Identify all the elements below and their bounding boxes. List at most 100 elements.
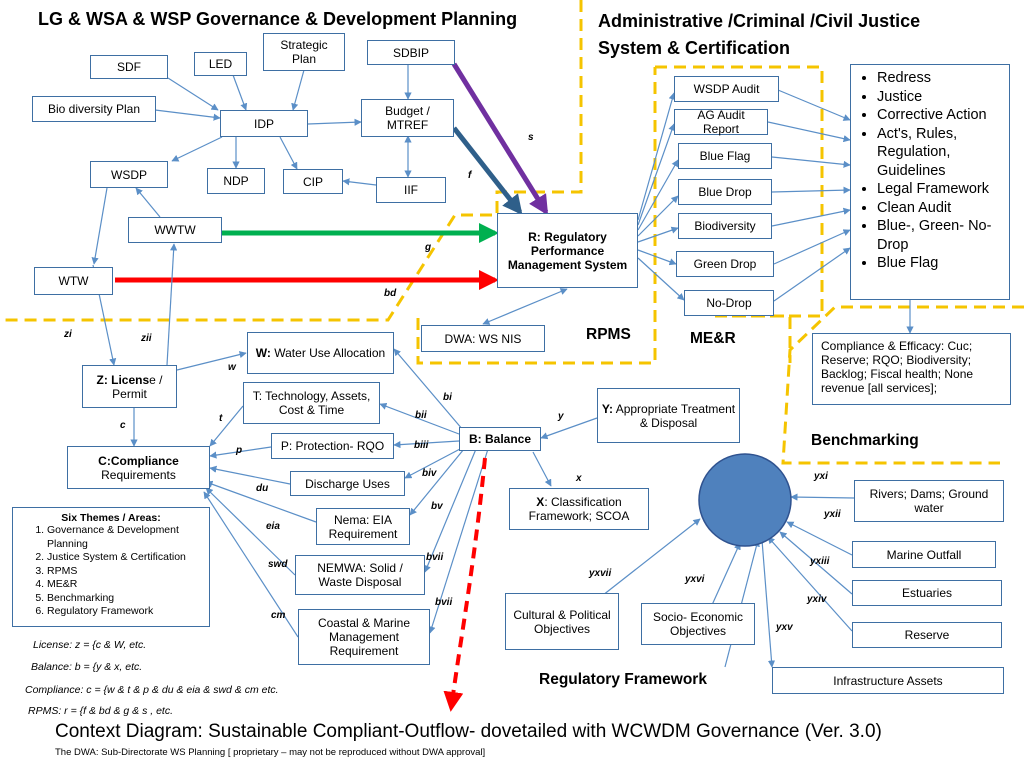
led-box: LED	[194, 52, 247, 76]
theme-item: Benchmarking	[47, 592, 209, 606]
water-use-box: W: Water Use Allocation	[247, 332, 394, 374]
formula-rpms: RPMS: r = {f & bd & g & s , etc.	[28, 705, 174, 717]
edge-label-yxi: yxi	[814, 471, 828, 482]
justice-header-line2: System & Certification	[598, 38, 791, 58]
edge-label-bi: bi	[443, 392, 452, 403]
regulatory-label: Regulatory Performance Management System	[507, 229, 628, 272]
edge-label-bvii-b: bvii	[435, 597, 453, 608]
theme-item: Justice System & Certification	[47, 551, 209, 565]
edge-label-swd: swd	[268, 559, 288, 570]
theme-item: ME&R	[47, 578, 209, 592]
dwa-ws-nis-box: DWA: WS NIS	[421, 325, 545, 352]
estuaries-box: Estuaries	[852, 580, 1002, 606]
edge-label-w: w	[228, 362, 236, 373]
license-label: e / Permit	[112, 372, 163, 401]
justice-list-item: Corrective Action	[877, 106, 1009, 125]
edge-label-bv: bv	[431, 501, 443, 512]
compliance-requirements-box: C:Compliance Requirements	[67, 446, 210, 489]
arrow-f	[452, 126, 523, 216]
cultural-political-box: Cultural & Political Objectives	[505, 593, 619, 650]
divider-mer-left	[655, 65, 824, 318]
justice-list-item: Blue Flag	[877, 254, 1009, 273]
sdbip-box: SDBIP	[367, 40, 455, 65]
edge-label-du: du	[256, 483, 269, 494]
regulatory-performance-box: R: Regulatory Performance Management Sys…	[497, 213, 638, 288]
rivers-dams-box: Rivers; Dams; Ground water	[854, 480, 1004, 522]
justice-list-item: Legal Framework	[877, 180, 1009, 199]
infrastructure-assets-box: Infrastructure Assets	[772, 667, 1004, 694]
sdf-box: SDF	[90, 55, 168, 79]
blue-drop-box: Blue Drop	[678, 179, 772, 205]
edge-label-biii: biii	[414, 440, 429, 451]
edge-label-yxiv: yxiv	[807, 594, 827, 605]
technology-box: T: Technology, Assets, Cost & Time	[243, 382, 380, 424]
edge-label-yxv: yxv	[776, 622, 793, 633]
theme-item: Regulatory Framework	[47, 605, 209, 619]
budget-mtref-box: Budget / MTREF	[361, 99, 454, 137]
classification-label: : Classification Framework; SCOA	[528, 495, 630, 523]
footer-note: The DWA: Sub-Directorate WS Planning [ p…	[55, 747, 486, 758]
reserve-box: Reserve	[852, 622, 1002, 648]
justice-list-item: Redress	[877, 69, 1009, 88]
justice-list-box: RedressJusticeCorrective ActionAct's, Ru…	[850, 64, 1010, 300]
formula-compliance: Compliance: c = {w & t & p & du & eia & …	[25, 684, 279, 696]
license-permit-box: Z: License / Permit	[82, 365, 177, 408]
justice-list-item: Act's, Rules, Regulation, Guidelines	[877, 125, 1009, 181]
edge-label-f: f	[468, 170, 472, 181]
justice-list-item: Justice	[877, 88, 1009, 107]
water-use-prefix: W:	[255, 346, 271, 360]
classification-prefix: X	[536, 495, 545, 509]
biodiversity-plan-box: Bio diversity Plan	[32, 96, 156, 122]
discharge-uses-box: Discharge Uses	[290, 471, 405, 496]
edge-label-y: y	[558, 411, 564, 422]
footer-title: Context Diagram: Sustainable Compliant-O…	[55, 721, 882, 742]
edge-label-x: x	[576, 473, 582, 484]
ag-audit-box: AG Audit Report	[674, 108, 768, 136]
rpms-label: RPMS	[586, 326, 631, 343]
edge-label-yxvi: yxvi	[685, 574, 705, 585]
mer-connectors	[482, 89, 914, 334]
edge-label-yxiii: yxiii	[810, 556, 830, 567]
divider-mer-bottom	[715, 314, 792, 363]
section-dividers	[0, 0, 1024, 465]
no-drop-box: No-Drop	[684, 290, 774, 316]
formula-license: License: z = {c & W, etc.	[33, 639, 147, 651]
edge-label-cm: cm	[271, 610, 286, 621]
nema-eia-box: Nema: EIA Requirement	[316, 508, 410, 545]
biodiversity-box: Biodiversity	[678, 213, 772, 239]
governance-connectors	[91, 64, 412, 265]
edge-label-yxvii: yxvii	[589, 568, 612, 579]
idp-box: IDP	[220, 110, 308, 137]
edge-label-bd: bd	[384, 288, 397, 299]
edge-label-zi: zi	[64, 329, 72, 340]
hub-circle	[698, 453, 792, 547]
cip-box: CIP	[283, 169, 343, 194]
justice-list-item: Clean Audit	[877, 199, 1009, 218]
six-themes-box: Six Themes / Areas: Governance & Develop…	[12, 507, 210, 627]
balance-box: B: Balance	[459, 427, 541, 451]
edge-label-biv: biv	[422, 468, 437, 479]
socio-economic-box: Socio- Economic Objectives	[641, 603, 755, 645]
divider-rpms	[416, 67, 657, 365]
edge-label-c: c	[120, 420, 126, 431]
compliance-label: Requirements	[101, 467, 176, 482]
water-use-label: Water Use Allocation	[274, 346, 386, 360]
six-themes-list: Governance & Development PlanningJustice…	[13, 524, 209, 619]
protection-rqo-box: P: Protection- RQO	[271, 433, 394, 459]
compliance-prefix: C:Compliance	[98, 453, 179, 468]
ndp-box: NDP	[207, 168, 265, 194]
treatment-label: Appropriate Treatment & Disposal	[615, 401, 736, 430]
edge-label-zii: zii	[141, 333, 152, 344]
edge-label-yxii: yxii	[824, 509, 841, 520]
formula-balance: Balance: b = {y & x, etc.	[31, 661, 143, 673]
treatment-disposal-box: Y: Appropriate Treatment & Disposal	[597, 388, 740, 443]
regulatory-framework-label: Regulatory Framework	[539, 671, 707, 688]
edge-label-bvii-a: bvii	[426, 552, 444, 563]
edge-label-t: t	[219, 413, 223, 424]
hub-to-infrastructure	[761, 539, 776, 668]
justice-list: RedressJusticeCorrective ActionAct's, Ru…	[851, 69, 1009, 273]
classification-box: X: Classification Framework; SCOA	[509, 488, 649, 530]
divider-governance-justice	[0, 0, 583, 322]
edge-label-bii: bii	[415, 410, 427, 421]
wwtw-box: WWTW	[128, 217, 222, 243]
